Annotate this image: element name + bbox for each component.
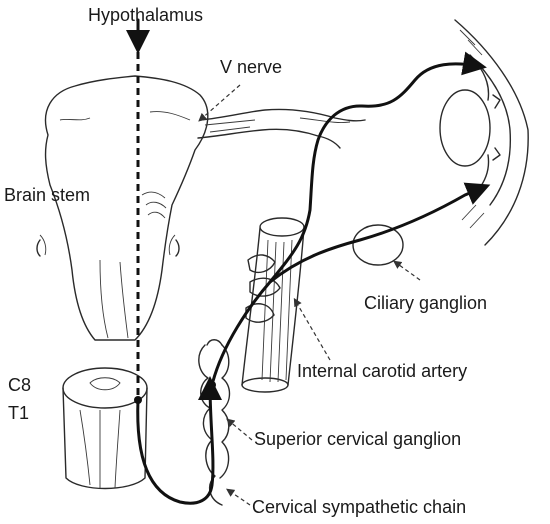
- label-v-nerve: V nerve: [220, 58, 282, 76]
- label-internal-carotid-artery: Internal carotid artery: [297, 362, 467, 380]
- label-t1: T1: [8, 404, 29, 422]
- label-ciliary-ganglion: Ciliary ganglion: [364, 294, 487, 312]
- eye: [440, 20, 528, 245]
- brain-stem: [37, 76, 208, 340]
- label-superior-cervical-ganglion: Superior cervical ganglion: [254, 430, 461, 448]
- label-cervical-sympathetic-chain: Cervical sympathetic chain: [252, 498, 466, 516]
- v-nerve: [198, 109, 365, 148]
- label-brain-stem: Brain stem: [4, 186, 90, 204]
- label-c8: C8: [8, 376, 31, 394]
- ciliary-ganglion: [353, 225, 403, 265]
- sympathetic-chain: [199, 340, 230, 505]
- label-hypothalamus: Hypothalamus: [88, 6, 203, 24]
- spinal-cord-segment: [63, 368, 147, 489]
